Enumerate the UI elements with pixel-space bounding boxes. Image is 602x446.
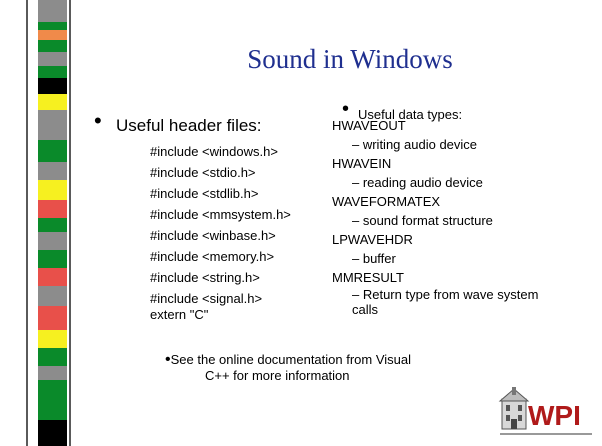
stripe-segment	[38, 200, 67, 218]
type-name: LPWAVEHDR	[332, 232, 413, 247]
type-name: HWAVEIN	[332, 156, 392, 171]
stripe-segment	[38, 162, 67, 180]
stripe-segment	[38, 250, 67, 268]
include-item: #include <windows.h>	[150, 144, 278, 159]
type-name: HWAVEOUT	[332, 118, 406, 133]
stripe-segment	[38, 78, 67, 94]
slide-title: Sound in Windows	[247, 44, 453, 74]
stripe-segment	[38, 348, 67, 366]
wpi-logo: WPI	[498, 387, 592, 435]
stripe-segment	[38, 22, 67, 30]
stripe-segment	[38, 306, 67, 330]
stripe-segment	[38, 40, 67, 52]
type-description: – sound format structure	[352, 213, 493, 228]
stripe-segment	[38, 140, 67, 162]
type-name: WAVEFORMATEX	[332, 194, 441, 209]
include-item: #include <winbase.h>	[150, 228, 276, 243]
stripe-segment	[38, 218, 67, 232]
type-description: – reading audio device	[352, 175, 483, 190]
stripe-segment	[38, 180, 67, 200]
type-description: – Return type from wave system calls	[352, 287, 539, 317]
stripe-segment	[38, 128, 67, 140]
include-item: #include <mmsystem.h>	[150, 207, 291, 222]
stripe-right-edge	[69, 0, 71, 446]
logo-text: WPI	[528, 400, 581, 431]
stripe-segment	[38, 0, 67, 22]
stripe-segment	[38, 380, 67, 420]
note-line-2: C++ for more information	[205, 368, 350, 383]
stripe-left-edge	[26, 0, 28, 446]
building-icon	[498, 387, 530, 430]
stripe-segment	[38, 110, 67, 128]
bullet-icon: •	[94, 108, 102, 133]
stripe-segment	[38, 52, 67, 66]
logo-underline	[500, 433, 592, 435]
decorative-color-stripe	[0, 0, 94, 446]
include-item: #include <stdio.h>	[150, 165, 256, 180]
stripe-segment	[38, 94, 67, 110]
documentation-note: •See the online documentation from Visua…	[165, 352, 425, 384]
stripe-segment	[38, 232, 67, 250]
header-files-heading: • Useful header files:	[94, 108, 262, 136]
bullet-icon: •	[165, 351, 171, 368]
include-item: #include <memory.h>	[150, 249, 275, 264]
type-name: MMRESULT	[332, 270, 404, 285]
include-item: #include <signal.h>	[150, 291, 263, 306]
type-description: – buffer	[352, 251, 396, 266]
bullet-icon: •	[342, 98, 350, 120]
stripe-segment	[38, 286, 67, 306]
data-types-heading-text: Useful data types:	[358, 107, 463, 122]
stripe-segment	[38, 66, 67, 78]
stripe-segment	[38, 420, 67, 446]
type-description: – writing audio device	[352, 137, 478, 152]
stripe-segment	[38, 330, 67, 348]
data-types-list: HWAVEOUT – writing audio device HWAVEIN …	[332, 116, 582, 317]
include-item: #include <string.h>	[150, 270, 260, 285]
header-files-heading-text: Useful header files:	[116, 116, 262, 135]
include-item: #include <stdlib.h>	[150, 186, 259, 201]
note-line-1: See the online documentation from Visual	[170, 352, 412, 367]
include-list: #include <windows.h> #include <stdio.h> …	[150, 141, 291, 309]
stripe-segment	[38, 268, 67, 286]
extern-c-line: extern "C"	[150, 307, 209, 322]
stripe-segment	[38, 30, 67, 40]
data-types-heading: • Useful data types:	[342, 98, 463, 122]
stripe-segment	[38, 366, 67, 380]
